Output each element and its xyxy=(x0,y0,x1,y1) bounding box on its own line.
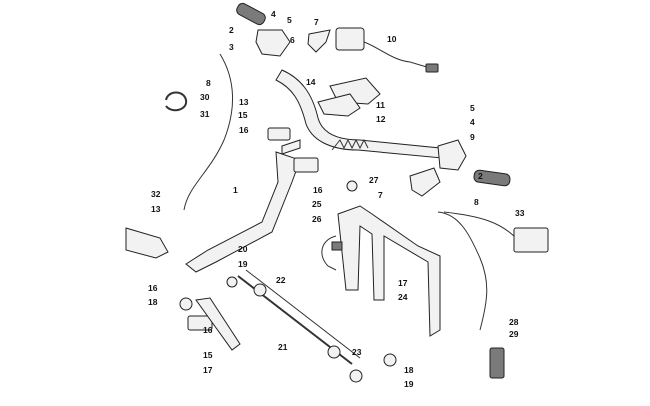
bushing-19-low xyxy=(349,369,363,383)
switch-connector xyxy=(425,63,439,73)
callout: 26 xyxy=(312,214,322,224)
heater-element-12 xyxy=(317,93,361,117)
steering-arm xyxy=(195,297,241,351)
callout: 8 xyxy=(474,197,479,207)
callout: 8 xyxy=(206,78,211,88)
cable-28 xyxy=(437,211,488,331)
callout: 28 xyxy=(509,317,519,327)
callout: 25 xyxy=(312,199,322,209)
bushing-18-right xyxy=(383,353,397,367)
callout: 13 xyxy=(239,97,249,107)
callout: 2 xyxy=(478,171,483,181)
switch-cable xyxy=(363,41,431,69)
callout: 10 xyxy=(387,34,397,44)
switch-housing xyxy=(335,27,365,51)
bushing-22 xyxy=(253,283,267,297)
heater-pad-33 xyxy=(513,227,549,253)
callout: 19 xyxy=(238,259,248,269)
callout: 22 xyxy=(276,275,286,285)
callout: 13 xyxy=(151,204,161,214)
callout: 27 xyxy=(369,175,379,185)
steering-post xyxy=(185,151,301,273)
bushing-19-top xyxy=(226,276,238,288)
lever-guard xyxy=(307,29,331,53)
bracket-16-top xyxy=(267,127,291,141)
callout: 5 xyxy=(287,15,292,25)
cable-33 xyxy=(443,211,517,239)
right-control-housing xyxy=(437,139,467,171)
callout: 15 xyxy=(238,110,248,120)
callout: 30 xyxy=(200,92,210,102)
callout: 11 xyxy=(376,100,385,110)
clamp-ring xyxy=(165,91,188,112)
callout: 7 xyxy=(314,17,319,27)
harness-connector xyxy=(331,241,343,251)
callout: 16 xyxy=(148,283,158,293)
callout: 6 xyxy=(290,35,295,45)
washer-27 xyxy=(346,180,358,192)
coil-cord xyxy=(331,138,369,151)
callout: 18 xyxy=(148,297,158,307)
callout: 17 xyxy=(398,278,408,288)
callout: 4 xyxy=(470,117,475,127)
callout: 9 xyxy=(470,132,475,142)
callout: 7 xyxy=(378,190,383,200)
bushing-23 xyxy=(327,345,341,359)
callout: 5 xyxy=(470,103,475,113)
callout: 18 xyxy=(404,365,414,375)
callout: 16 xyxy=(313,185,323,195)
left-mount xyxy=(125,227,169,259)
support-frame xyxy=(337,205,441,337)
callout: 31 xyxy=(200,109,210,119)
throttle-cable xyxy=(183,53,233,211)
right-grip xyxy=(473,169,511,187)
callout: 2 xyxy=(229,25,234,35)
left-grip xyxy=(236,2,266,26)
callout: 17 xyxy=(203,365,213,375)
callout: 24 xyxy=(398,292,408,302)
callout: 29 xyxy=(509,329,519,339)
spring-29 xyxy=(489,347,505,379)
left-control-housing xyxy=(255,29,291,57)
callout: 4 xyxy=(271,9,276,19)
callout: 3 xyxy=(229,42,234,52)
callout: 1 xyxy=(233,185,238,195)
callout: 12 xyxy=(376,114,386,124)
callout: 16 xyxy=(203,325,213,335)
callout: 20 xyxy=(238,244,248,254)
callout: 32 xyxy=(151,189,161,199)
harness-26 xyxy=(321,235,337,271)
callout: 21 xyxy=(278,342,288,352)
callout: 19 xyxy=(404,379,414,389)
callout: 15 xyxy=(203,350,213,360)
bushing-18-left xyxy=(179,297,193,311)
handlebar-crossbar xyxy=(281,139,301,155)
bracket-16-mid xyxy=(293,157,319,173)
lever-7-right xyxy=(409,167,441,197)
callout: 16 xyxy=(239,125,249,135)
callout: 23 xyxy=(352,347,362,357)
callout: 33 xyxy=(515,208,525,218)
callout: 14 xyxy=(306,77,316,87)
